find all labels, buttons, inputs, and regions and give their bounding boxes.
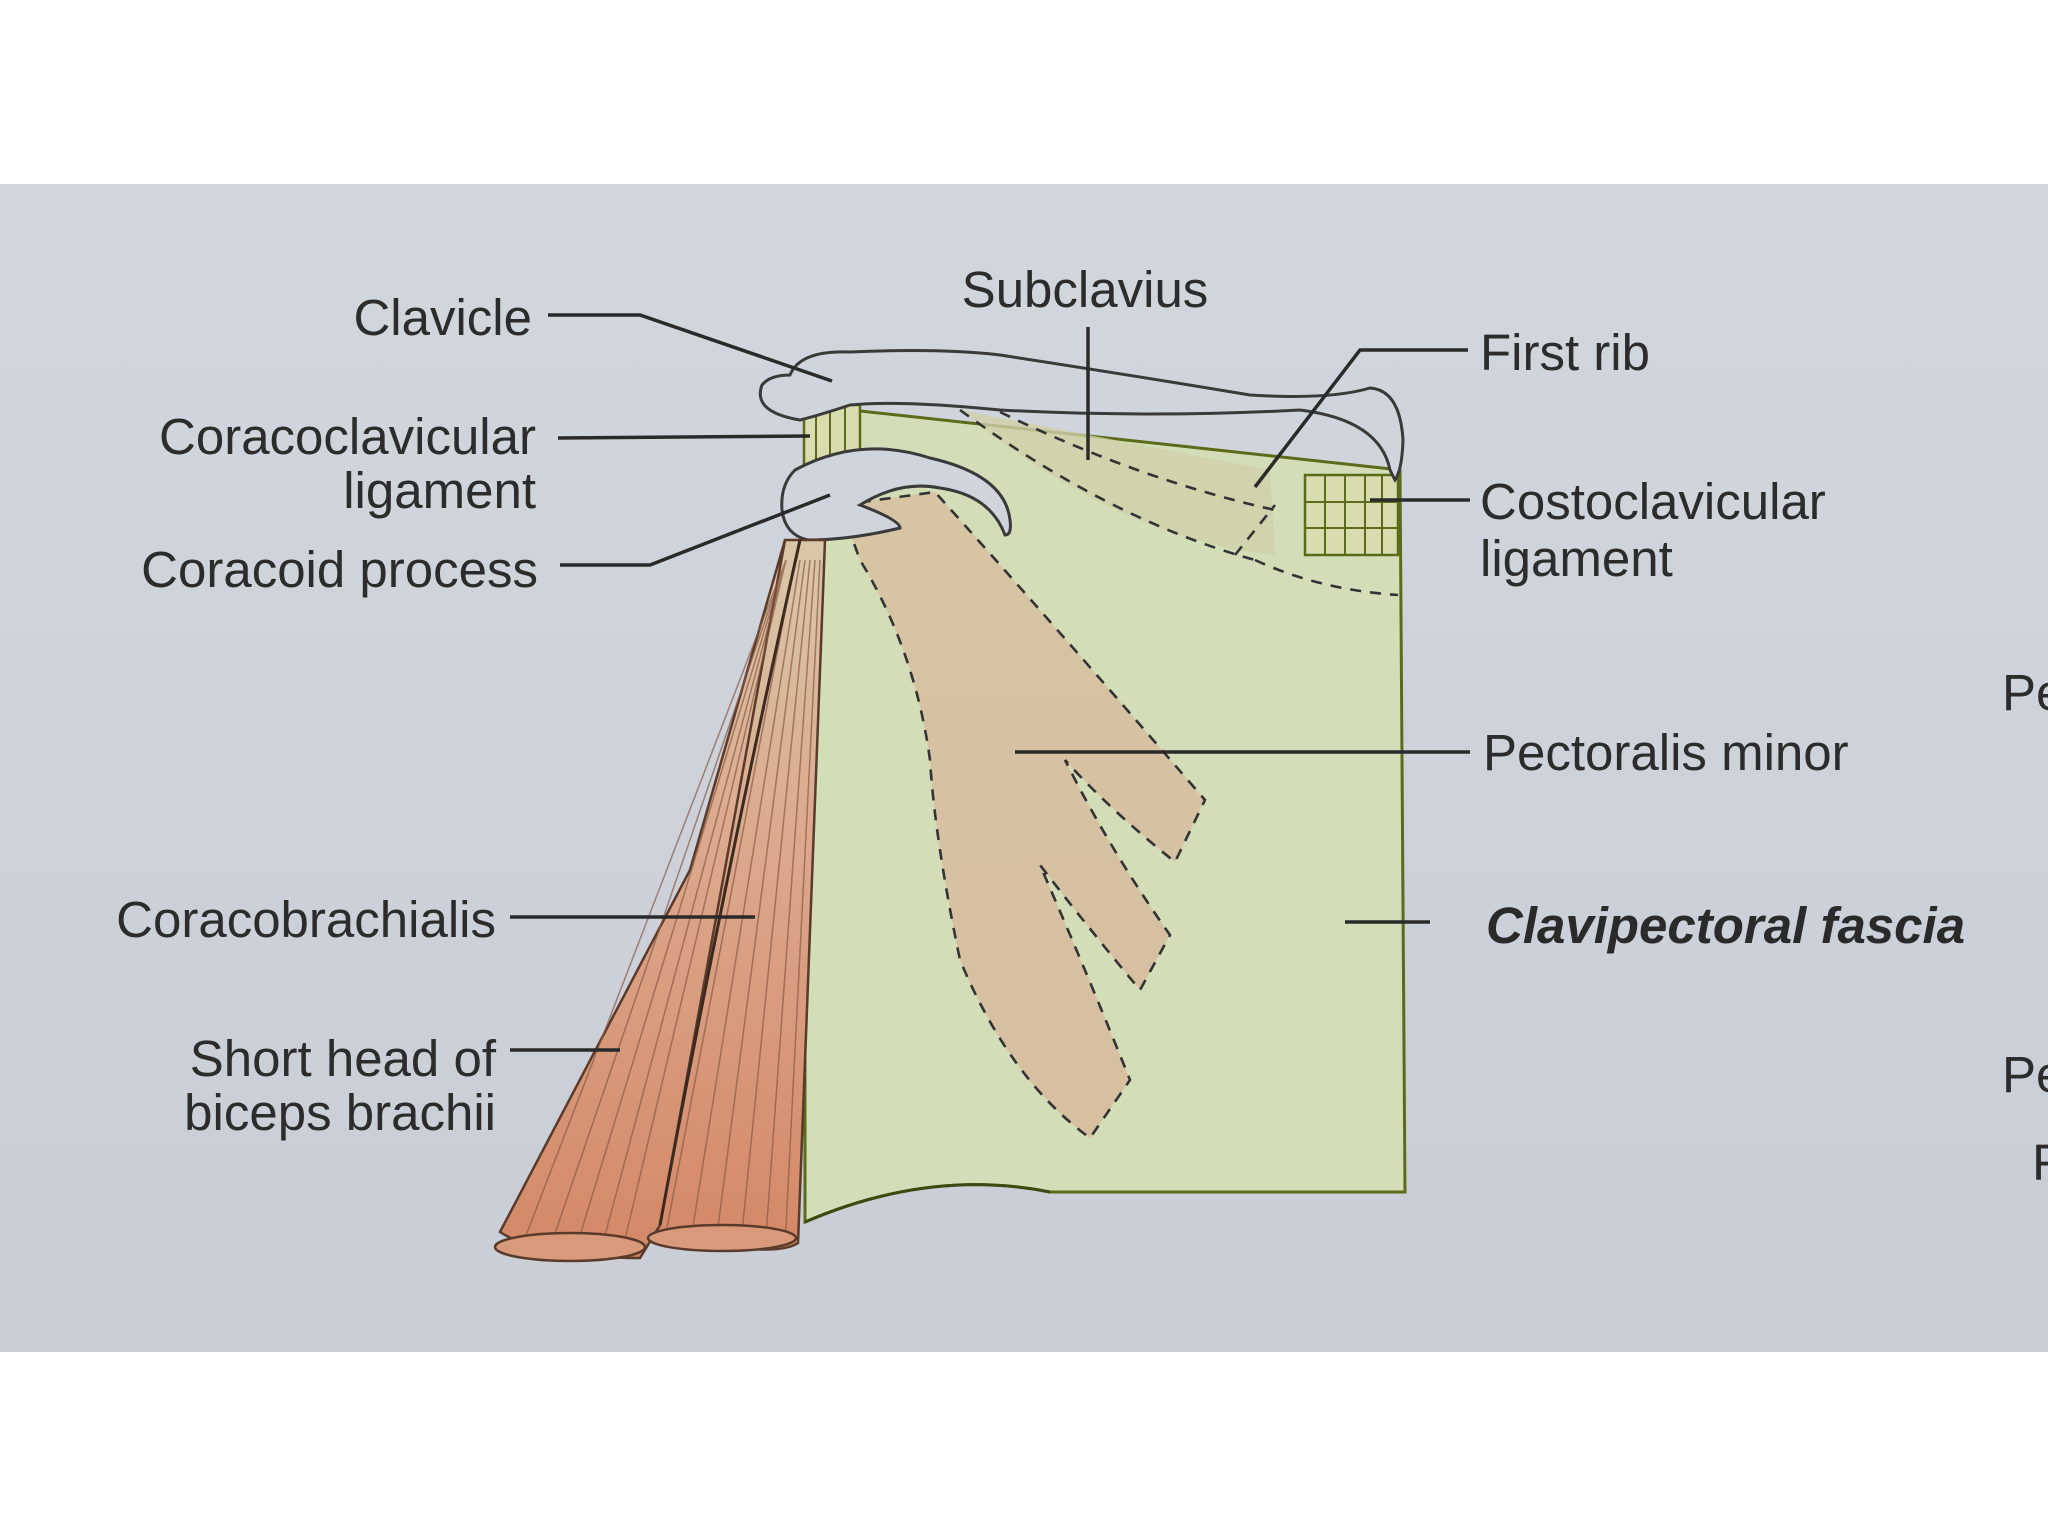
edge-fragment-top: Pe: [2002, 664, 2048, 721]
label-pectoralis-minor: Pectoralis minor: [1483, 724, 1849, 781]
label-first-rib: First rib: [1480, 324, 1650, 381]
label-clavipectoral-fascia: Clavipectoral fascia: [1486, 897, 1965, 954]
costoclavicular-ligament-shape: [1305, 475, 1398, 555]
coracobrachialis-cut-end: [648, 1225, 796, 1251]
biceps-cut-end: [495, 1233, 645, 1261]
label-coracoid-process: Coracoid process: [141, 541, 538, 598]
label-costoclavicular-line2: ligament: [1480, 530, 1673, 587]
label-short-head-line2: biceps brachii: [184, 1084, 496, 1141]
label-costoclavicular-line1: Costoclavicular: [1480, 473, 1826, 530]
edge-fragment-middle: Pe: [2002, 1046, 2048, 1103]
label-coracoclavicular-line1: Coracoclavicular: [159, 408, 536, 465]
label-coracobrachialis: Coracobrachialis: [116, 891, 496, 948]
label-coracoclavicular-line2: ligament: [343, 462, 536, 519]
label-subclavius: Subclavius: [962, 261, 1209, 318]
edge-fragment-bottom: F: [2032, 1134, 2048, 1191]
label-clavicle: Clavicle: [353, 289, 532, 346]
label-short-head-line1: Short head of: [190, 1030, 497, 1087]
